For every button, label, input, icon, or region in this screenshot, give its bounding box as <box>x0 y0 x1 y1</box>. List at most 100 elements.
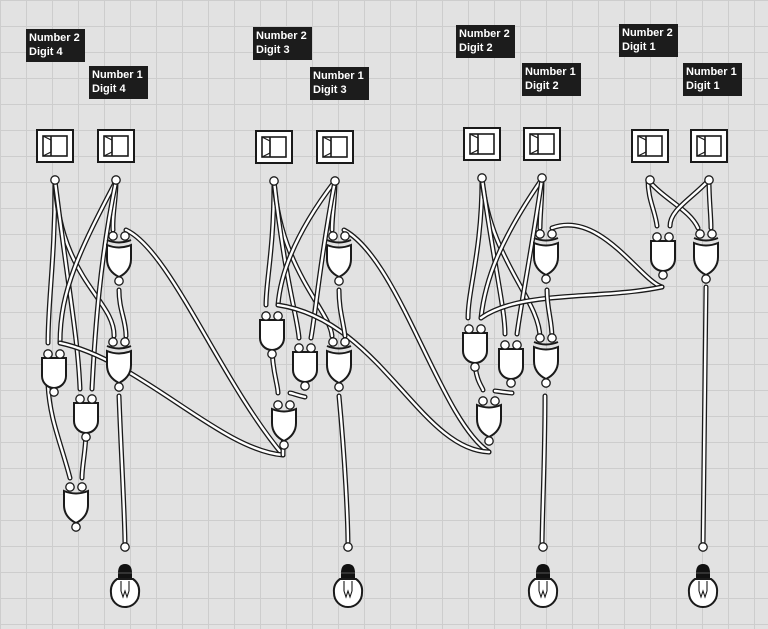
connector-pin[interactable] <box>537 173 547 183</box>
connector-pin[interactable] <box>300 381 310 391</box>
switch-n1d3[interactable] <box>316 130 354 164</box>
xor-gate[interactable] <box>533 341 559 380</box>
connector-pin[interactable] <box>108 337 118 347</box>
connector-pin[interactable] <box>114 276 124 286</box>
connector-pin[interactable] <box>120 542 130 552</box>
connector-pin[interactable] <box>328 337 338 347</box>
connector-pin[interactable] <box>108 231 118 241</box>
connector-pin[interactable] <box>343 542 353 552</box>
connector-pin[interactable] <box>328 231 338 241</box>
connector-pin[interactable] <box>285 400 295 410</box>
connector-pin[interactable] <box>120 231 130 241</box>
connector-pin[interactable] <box>55 349 65 359</box>
connector-pin[interactable] <box>87 394 97 404</box>
connector-pin[interactable] <box>294 343 304 353</box>
connector-pin[interactable] <box>279 440 289 450</box>
connector-pin[interactable] <box>273 311 283 321</box>
connector-pin[interactable] <box>75 394 85 404</box>
connector-pin[interactable] <box>547 229 557 239</box>
connector-pin[interactable] <box>49 387 59 397</box>
connector-pin[interactable] <box>50 175 60 185</box>
or-gate[interactable] <box>476 404 502 438</box>
xor-gate[interactable] <box>106 345 132 384</box>
connector-pin[interactable] <box>269 176 279 186</box>
connector-pin[interactable] <box>547 333 557 343</box>
or-gate[interactable] <box>63 490 89 524</box>
connector-pin[interactable] <box>658 270 668 280</box>
connector-pin[interactable] <box>81 432 91 442</box>
connector-pin[interactable] <box>645 175 655 185</box>
connector-pin[interactable] <box>334 382 344 392</box>
connector-pin[interactable] <box>120 337 130 347</box>
and-gate[interactable] <box>498 348 524 380</box>
connector-pin[interactable] <box>330 176 340 186</box>
xor-gate[interactable] <box>106 239 132 278</box>
switch-n2d3[interactable] <box>255 130 293 164</box>
connector-pin[interactable] <box>470 362 480 372</box>
switch-n2d2[interactable] <box>463 127 501 161</box>
and-gate[interactable] <box>292 351 318 383</box>
and-gate[interactable] <box>650 240 676 272</box>
connector-pin[interactable] <box>306 343 316 353</box>
connector-pin[interactable] <box>704 175 714 185</box>
connector-pin[interactable] <box>695 229 705 239</box>
connector-pin[interactable] <box>477 173 487 183</box>
wire <box>645 177 701 231</box>
and-gate[interactable] <box>259 319 285 351</box>
connector-pin[interactable] <box>484 436 494 446</box>
connector-pin[interactable] <box>664 232 674 242</box>
connector-pin[interactable] <box>506 378 516 388</box>
wire <box>57 178 119 346</box>
connector-pin[interactable] <box>273 400 283 410</box>
connector-pin[interactable] <box>77 482 87 492</box>
xor-gate[interactable] <box>533 237 559 276</box>
connector-pin[interactable] <box>512 340 522 350</box>
connector-pin[interactable] <box>535 333 545 343</box>
connector-pin[interactable] <box>43 349 53 359</box>
xor-gate[interactable] <box>326 239 352 278</box>
connector-pin[interactable] <box>340 337 350 347</box>
connector-pin[interactable] <box>65 482 75 492</box>
switch-n1d4[interactable] <box>97 129 135 163</box>
xor-gate[interactable] <box>326 345 352 384</box>
connector-pin[interactable] <box>652 232 662 242</box>
connector-pin[interactable] <box>111 175 121 185</box>
connector-pin[interactable] <box>464 324 474 334</box>
xor-gate[interactable] <box>693 237 719 276</box>
wire <box>263 178 277 308</box>
connector-pin[interactable] <box>535 229 545 239</box>
connector-pin[interactable] <box>261 311 271 321</box>
wire <box>275 178 338 308</box>
connector-pin[interactable] <box>490 396 500 406</box>
connector-pin[interactable] <box>707 229 717 239</box>
connector-pin[interactable] <box>541 274 551 284</box>
light-bulb-icon <box>527 563 559 608</box>
wire <box>308 178 338 341</box>
wire <box>116 393 128 549</box>
connector-pin[interactable] <box>476 324 486 334</box>
connector-pin[interactable] <box>701 274 711 284</box>
connector-pin[interactable] <box>71 522 81 532</box>
or-gate[interactable] <box>271 408 297 442</box>
switch-n2d1[interactable] <box>631 129 669 163</box>
connector-pin[interactable] <box>334 276 344 286</box>
connector-pin[interactable] <box>267 349 277 359</box>
and-gate[interactable] <box>41 357 67 389</box>
wire <box>700 284 709 551</box>
and-gate[interactable] <box>462 332 488 364</box>
switch-n1d2[interactable] <box>523 127 561 161</box>
connector-pin[interactable] <box>541 378 551 388</box>
wire <box>287 390 308 400</box>
connector-pin[interactable] <box>340 231 350 241</box>
connector-pin[interactable] <box>698 542 708 552</box>
connector-pin[interactable] <box>500 340 510 350</box>
and-gate[interactable] <box>73 402 99 434</box>
label-line: Number 2 <box>256 30 307 42</box>
switch-n2d4[interactable] <box>36 129 74 163</box>
switch-n1d1[interactable] <box>690 129 728 163</box>
connector-pin[interactable] <box>538 542 548 552</box>
connector-pin[interactable] <box>114 382 124 392</box>
wire <box>706 177 714 231</box>
connector-pin[interactable] <box>478 396 488 406</box>
